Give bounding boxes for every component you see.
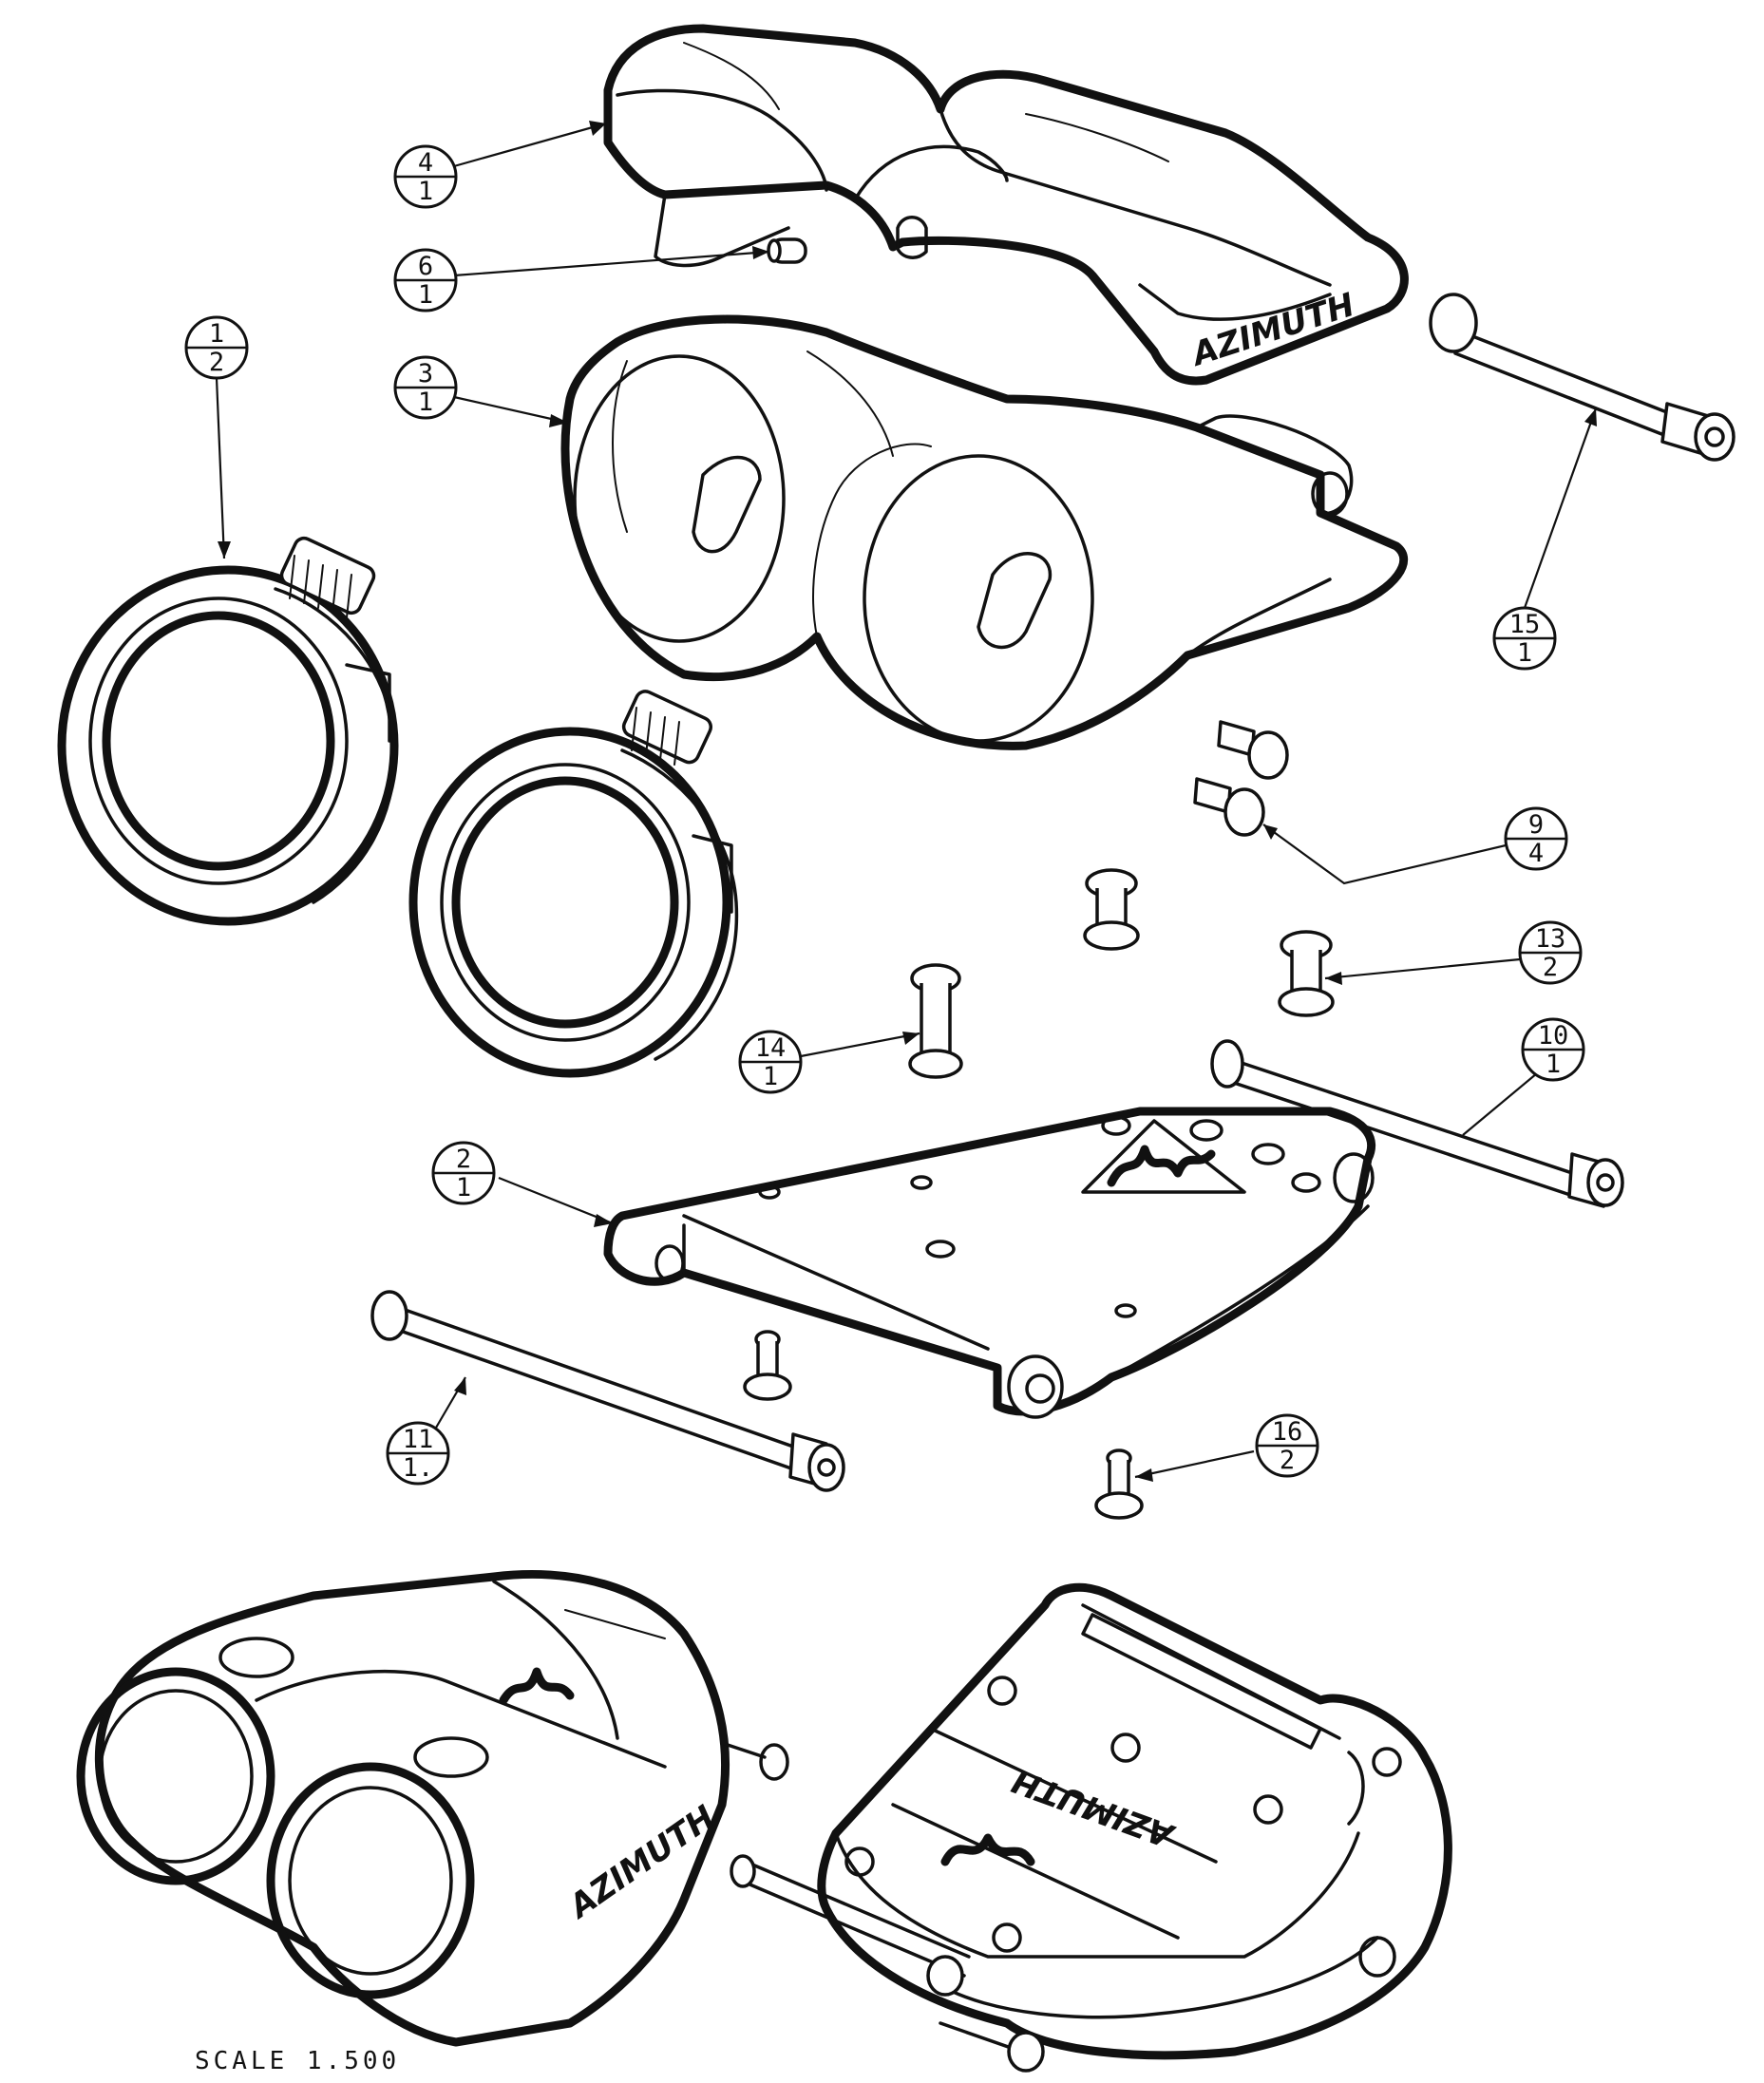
balloon-13: 13 2 (1518, 920, 1583, 985)
svg-text:1: 1 (456, 1173, 471, 1202)
svg-text:4: 4 (1528, 839, 1544, 868)
part-14-spacer (908, 963, 963, 1079)
svg-text:2: 2 (1280, 1446, 1295, 1475)
svg-text:1: 1 (209, 319, 224, 349)
balloon-2: 2 1 (431, 1141, 496, 1205)
part-1-dial-ring-left (57, 536, 399, 926)
top-cover-logo: AZIMUTH (1185, 286, 1359, 375)
balloon-9: 9 4 (1504, 806, 1568, 871)
svg-text:1: 1 (1517, 638, 1532, 668)
leader-4 (453, 122, 607, 168)
svg-text:2: 2 (209, 348, 224, 377)
svg-text:14: 14 (755, 1033, 787, 1063)
leader-lines (215, 122, 1598, 1479)
svg-text:4: 4 (418, 148, 433, 178)
leader-15 (1523, 407, 1598, 609)
svg-text:9: 9 (1528, 810, 1544, 840)
svg-text:1: 1 (1546, 1050, 1561, 1079)
part-1-dial-ring-right (408, 690, 739, 1078)
part-10-rod (1210, 1039, 1624, 1208)
balloon-16: 16 2 (1255, 1413, 1319, 1478)
part-4-top-cover: AZIMUTH (603, 24, 1409, 386)
balloon-15: 15 1 (1492, 606, 1557, 671)
balloon-6: 6 1 (393, 248, 458, 312)
part-11-rod (370, 1290, 845, 1492)
svg-text:1: 1 (418, 280, 433, 310)
part-15-bolt (1429, 293, 1736, 462)
svg-text:3: 3 (418, 359, 433, 388)
svg-text:2: 2 (456, 1145, 471, 1174)
part-13-spacers (1083, 868, 1335, 1017)
arrowheads (218, 121, 1597, 1482)
svg-text:16: 16 (1272, 1417, 1303, 1447)
part-3-main-housing (560, 314, 1409, 750)
svg-text:1.: 1. (403, 1453, 434, 1483)
part-16-screws (743, 1330, 1144, 1520)
leader-2 (498, 1176, 614, 1225)
svg-text:10: 10 (1538, 1021, 1569, 1051)
svg-text:2: 2 (1543, 953, 1558, 982)
balloon-3: 3 1 (393, 355, 458, 420)
scale-note: SCALE 1.500 (195, 2047, 401, 2075)
balloon-4: 4 1 (393, 144, 458, 209)
balloon-10: 10 1 (1521, 1017, 1585, 1082)
leader-1 (215, 377, 226, 559)
part-9-fittings (1193, 720, 1289, 837)
leader-13 (1324, 957, 1521, 980)
underside-logo: AZIMUTH (1007, 1761, 1181, 1855)
svg-text:1: 1 (418, 177, 433, 206)
assembled-view-front: AZIMUTH (76, 1570, 789, 2047)
svg-text:1: 1 (418, 388, 433, 417)
svg-text:11: 11 (403, 1425, 434, 1454)
leader-14 (800, 1032, 920, 1058)
svg-text:6: 6 (418, 252, 433, 281)
svg-text:15: 15 (1509, 610, 1541, 639)
leader-6 (453, 250, 770, 277)
leader-3 (453, 395, 569, 425)
assembled-view-underside: AZIMUTH (730, 1582, 1452, 2073)
svg-text:1: 1 (763, 1062, 778, 1091)
part-6-small-pin (767, 237, 807, 264)
balloon-14: 14 1 (738, 1030, 803, 1094)
balloon-1: 1 2 (184, 315, 249, 380)
svg-text:13: 13 (1535, 924, 1566, 954)
part-2-base-plate (603, 1107, 1376, 1419)
leader-9 (1262, 824, 1507, 885)
leader-16 (1134, 1449, 1255, 1479)
balloon-11: 11 1. (386, 1421, 450, 1486)
leader-10 (1462, 1072, 1538, 1136)
